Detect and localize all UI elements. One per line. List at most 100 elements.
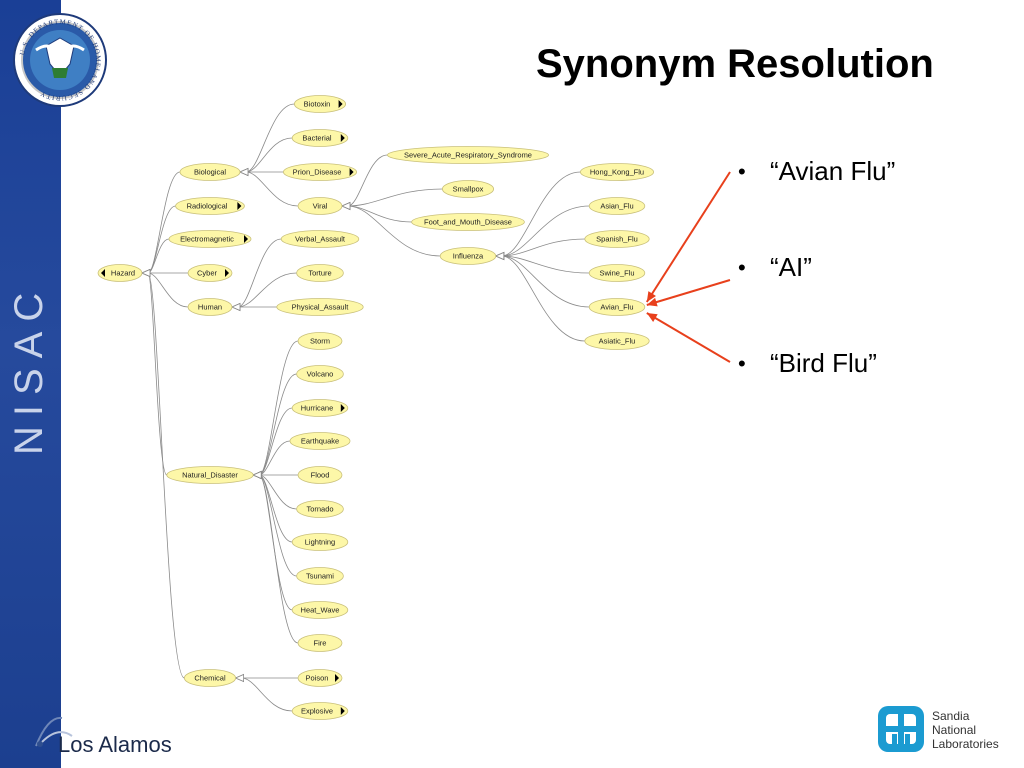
- nisac-label: NISAC: [7, 283, 51, 455]
- node-label: Prion_Disease: [293, 168, 342, 177]
- edge-arrowhead: [231, 302, 241, 312]
- ontology-node-asian-flu[interactable]: Asian_Flu: [588, 197, 646, 215]
- node-label: Swine_Flu: [599, 269, 634, 278]
- expand-right-icon[interactable]: [340, 134, 345, 142]
- ontology-edge: [258, 474, 293, 611]
- slide-title: Synonym Resolution: [536, 42, 934, 86]
- ontology-edge: [258, 474, 299, 644]
- ontology-edge: [237, 238, 282, 308]
- ontology-node-human[interactable]: Human: [187, 298, 233, 316]
- expand-right-icon[interactable]: [349, 168, 354, 176]
- node-label: Human: [198, 303, 222, 312]
- node-ellipse: [296, 365, 344, 383]
- ontology-node-natural-disaster[interactable]: Natural_Disaster: [166, 466, 254, 484]
- expand-right-icon[interactable]: [244, 235, 248, 243]
- node-label: Storm: [310, 337, 330, 346]
- node-ellipse: [296, 500, 344, 518]
- node-label: Avian_Flu: [600, 303, 633, 312]
- ontology-edge: [347, 205, 441, 257]
- ontology-node-bacterial[interactable]: Bacterial: [291, 129, 349, 147]
- ontology-edge: [237, 272, 297, 308]
- ontology-node-swine-flu[interactable]: Swine_Flu: [588, 264, 646, 282]
- ontology-node-torture[interactable]: Torture: [296, 264, 344, 282]
- ontology-node-viral[interactable]: Viral: [297, 197, 343, 215]
- edge-arrowhead: [239, 167, 249, 177]
- ontology-node-earthquake[interactable]: Earthquake: [289, 432, 351, 450]
- expand-right-icon[interactable]: [340, 707, 345, 715]
- ontology-edge: [501, 255, 585, 342]
- ontology-node-verbal-assault[interactable]: Verbal_Assault: [280, 230, 360, 248]
- ontology-node-hazard[interactable]: Hazard: [97, 264, 143, 282]
- node-label: Lightning: [305, 538, 335, 547]
- ontology-node-prion-disease[interactable]: Prion_Disease: [282, 163, 357, 181]
- ontology-edge: [147, 272, 189, 308]
- ontology-node-poison[interactable]: Poison: [297, 669, 343, 687]
- node-ellipse: [291, 129, 349, 147]
- sandia-line-3: Laboratories: [932, 737, 999, 751]
- ontology-node-physical-assault[interactable]: Physical_Assault: [276, 298, 364, 316]
- ontology-edge: [501, 255, 590, 274]
- node-ellipse: [183, 669, 236, 687]
- node-ellipse: [291, 601, 349, 619]
- node-ellipse: [297, 669, 343, 687]
- ontology-node-chemical[interactable]: Chemical: [183, 669, 236, 687]
- ontology-node-influenza[interactable]: Influenza: [439, 247, 497, 265]
- node-label: Hazard: [111, 269, 135, 278]
- synonym-pointer-arrowhead: [646, 297, 658, 307]
- node-ellipse: [588, 264, 646, 282]
- ontology-edge: [501, 171, 581, 257]
- ontology-node-tornado[interactable]: Tornado: [296, 500, 344, 518]
- node-label: Radiological: [187, 202, 228, 211]
- node-label: Influenza: [453, 252, 484, 261]
- ontology-node-asiatic-flu[interactable]: Asiatic_Flu: [584, 332, 650, 350]
- ontology-node-hong-kong-flu[interactable]: Hong_Kong_Flu: [580, 163, 655, 181]
- node-ellipse: [297, 466, 343, 484]
- ontology-node-biotoxin[interactable]: Biotoxin: [293, 95, 346, 113]
- ontology-node-cyber[interactable]: Cyber: [187, 264, 233, 282]
- expand-right-icon[interactable]: [237, 202, 242, 210]
- expand-right-icon[interactable]: [225, 269, 229, 277]
- node-label: Asiatic_Flu: [599, 337, 636, 346]
- expand-right-icon[interactable]: [338, 100, 343, 108]
- ontology-node-storm[interactable]: Storm: [297, 332, 343, 350]
- ontology-node-hurricane[interactable]: Hurricane: [291, 399, 349, 417]
- ontology-node-fmd[interactable]: Foot_and_Mouth_Disease: [411, 213, 525, 231]
- ontology-node-spanish-flu[interactable]: Spanish_Flu: [584, 230, 650, 248]
- expand-right-icon[interactable]: [340, 404, 345, 412]
- ontology-edge: [258, 474, 297, 577]
- node-label: Explosive: [301, 707, 333, 716]
- los-alamos-label: Los Alamos: [58, 732, 172, 757]
- bullet-item: “Bird Flu”: [738, 348, 877, 380]
- node-ellipse: [291, 702, 349, 720]
- node-label: Severe_Acute_Respiratory_Syndrome: [404, 151, 532, 160]
- ontology-node-volcano[interactable]: Volcano: [296, 365, 344, 383]
- synonym-pointer-arrow: [646, 312, 731, 363]
- ontology-node-fire[interactable]: Fire: [297, 634, 343, 652]
- node-label: Electromagnetic: [180, 235, 234, 244]
- ontology-node-tsunami[interactable]: Tsunami: [296, 567, 344, 585]
- ontology-node-sars[interactable]: Severe_Acute_Respiratory_Syndrome: [386, 146, 549, 164]
- ontology-node-biological[interactable]: Biological: [179, 163, 241, 181]
- node-ellipse: [97, 264, 143, 282]
- dhs-seal-logo: U.S. DEPARTMENT OF HOMELAND SECURITY: [13, 13, 107, 107]
- edge-arrowhead: [234, 673, 245, 683]
- expand-left-icon[interactable]: [101, 269, 105, 277]
- node-ellipse: [296, 567, 344, 585]
- ontology-node-electromagnetic[interactable]: Electromagnetic: [168, 230, 252, 248]
- ontology-node-lightning[interactable]: Lightning: [291, 533, 349, 551]
- ontology-node-flood[interactable]: Flood: [297, 466, 343, 484]
- expand-right-icon[interactable]: [335, 674, 339, 682]
- ontology-edge: [258, 340, 299, 476]
- ontology-node-smallpox[interactable]: Smallpox: [441, 180, 494, 198]
- ontology-edge: [501, 205, 590, 257]
- node-label: Verbal_Assault: [295, 235, 346, 244]
- node-ellipse: [297, 634, 343, 652]
- node-ellipse: [291, 533, 349, 551]
- ontology-node-radiological[interactable]: Radiological: [175, 197, 245, 215]
- node-label: Heat_Wave: [301, 606, 340, 615]
- node-ellipse: [584, 230, 650, 248]
- ontology-node-avian-flu[interactable]: Avian_Flu: [588, 298, 646, 316]
- synonym-pointer-arrowhead: [646, 291, 656, 302]
- ontology-node-explosive[interactable]: Explosive: [291, 702, 349, 720]
- ontology-node-heat-wave[interactable]: Heat_Wave: [291, 601, 349, 619]
